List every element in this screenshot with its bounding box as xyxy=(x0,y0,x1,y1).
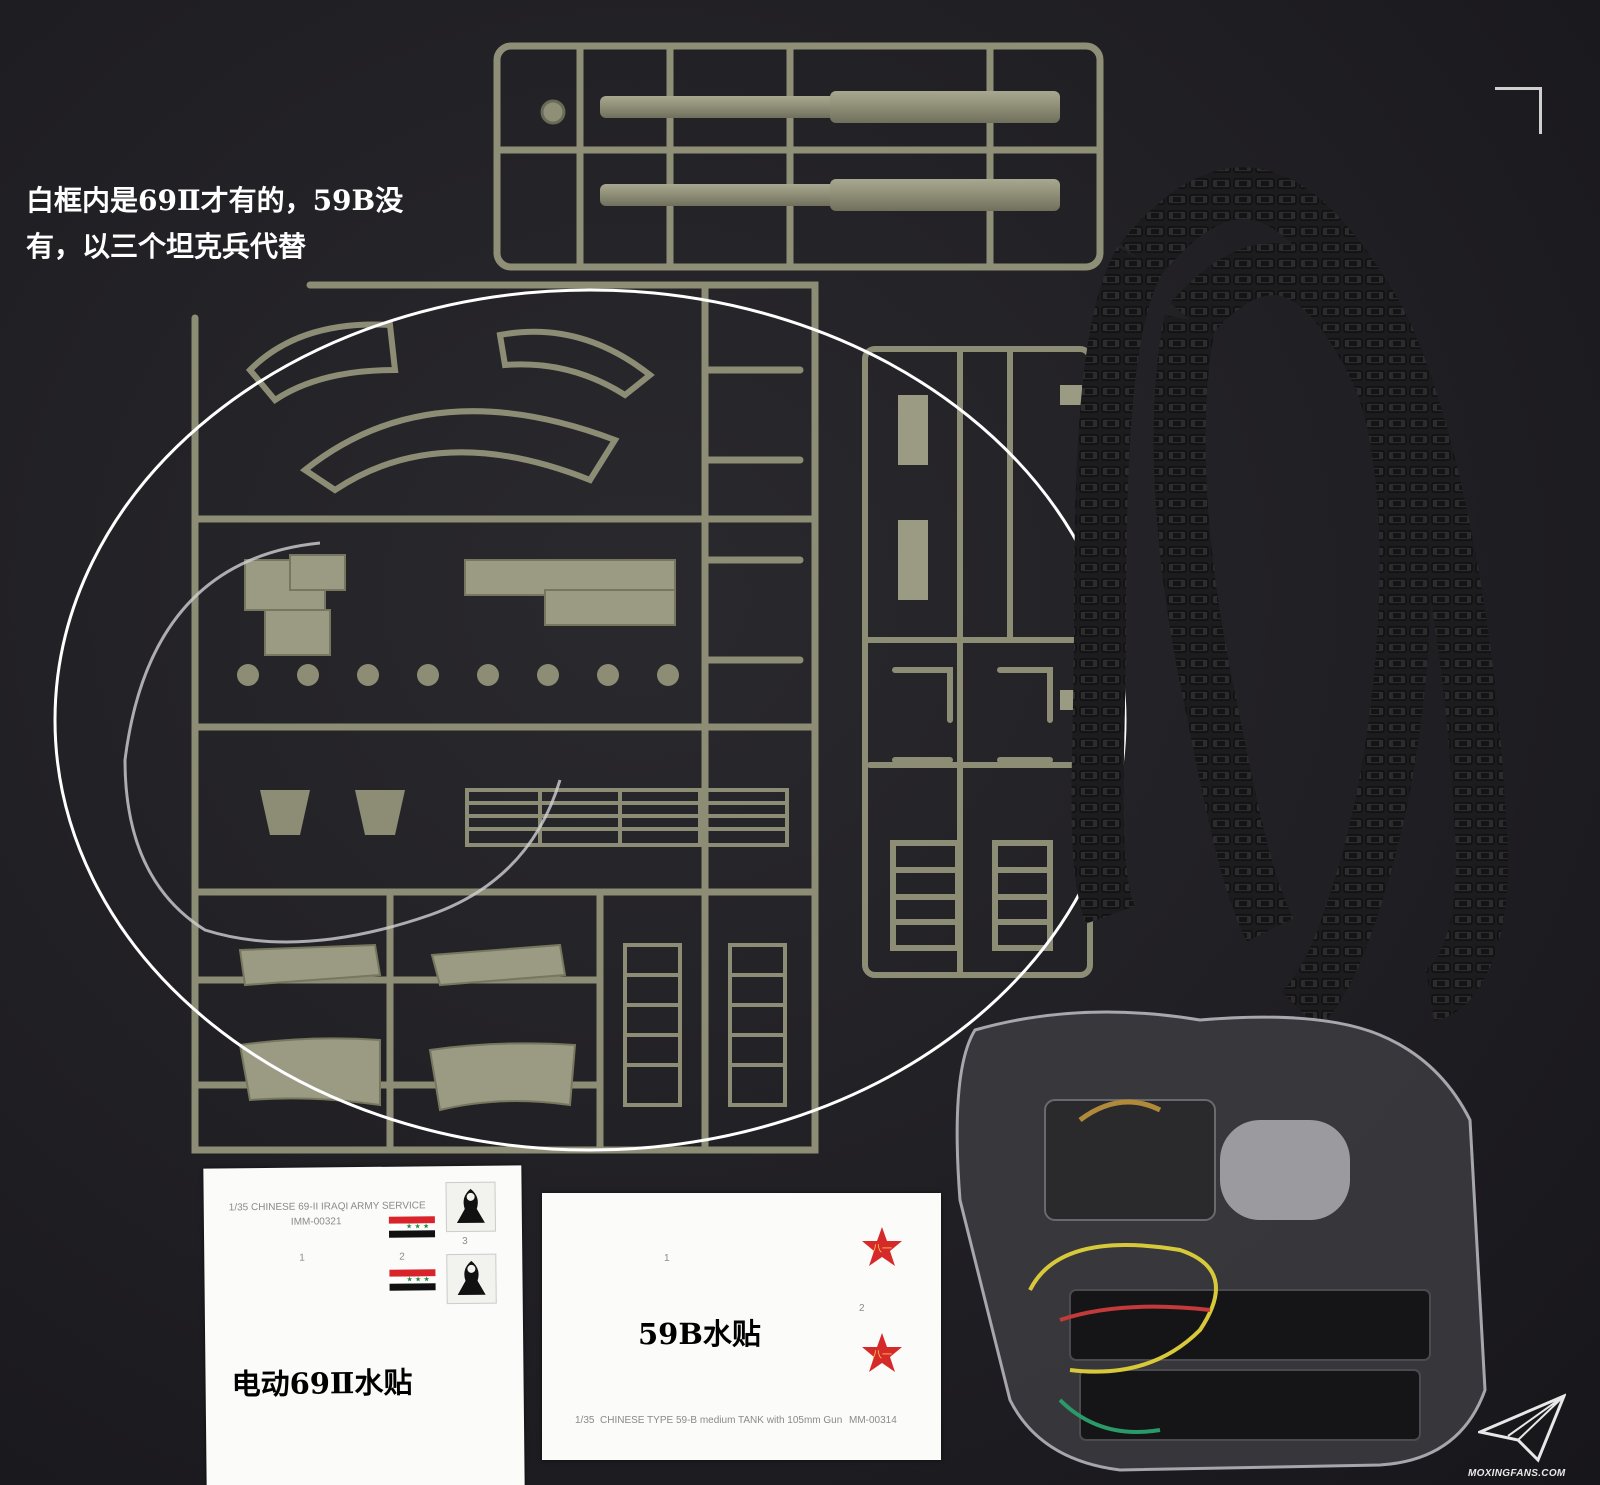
clear-runner xyxy=(123,541,562,944)
decal-59-footer-scale: 1/35 xyxy=(575,1415,595,1426)
small-fittings xyxy=(237,664,679,835)
caption-annotation: 白框内是69Ⅱ才有的，59B没 有，以三个坦克兵代替 xyxy=(26,178,496,270)
iraq-flag-icon: ★ ★ ★ xyxy=(388,1216,436,1238)
armor-panels xyxy=(244,554,676,656)
rubber-tracks xyxy=(1071,167,1508,1029)
decal-69-num-3: 3 xyxy=(462,1235,468,1247)
decal-59-footer-code: MM-00314 xyxy=(849,1415,897,1426)
grille-racks xyxy=(465,788,789,1107)
decal-69-code: IMM-00321 xyxy=(290,1216,342,1228)
red-star-icon: 八一 xyxy=(862,1333,902,1372)
decal-59-footer-title: CHINESE TYPE 59-B medium TANK with 105mm… xyxy=(600,1415,843,1426)
decal-69-num-2: 2 xyxy=(399,1251,405,1263)
caption-line-2: 有，以三个坦克兵代替 xyxy=(26,230,307,263)
red-star-icon: 八一 xyxy=(862,1227,902,1266)
site-watermark: MOXINGFANS.COM xyxy=(1468,1468,1566,1479)
highlight-ellipse xyxy=(53,288,1127,1152)
decal-sheet-69ii: 1/35 CHINESE 69-II IRAQI ARMY SERVICE IM… xyxy=(203,1165,525,1485)
caption-line-1: 白框内是69Ⅱ才有的，59B没 xyxy=(26,184,404,217)
decal-59-label: 59B水贴 xyxy=(638,1317,761,1351)
eagle-emblem-icon xyxy=(446,1253,497,1305)
side-sprue-blocks xyxy=(898,385,1082,710)
fender-plates xyxy=(238,943,577,1112)
iraq-flag-icon: ★ ★ ★ xyxy=(389,1269,436,1291)
svg-text:八一: 八一 xyxy=(872,1244,892,1255)
barrel-sprue xyxy=(493,42,1104,271)
decal-69-header: 1/35 CHINESE 69-II IRAQI ARMY SERVICE xyxy=(228,1200,426,1214)
svg-text:八一: 八一 xyxy=(872,1350,892,1361)
gun-barrels xyxy=(540,91,1060,211)
eagle-emblem-icon xyxy=(445,1181,497,1233)
decal-59-num-1: 1 xyxy=(664,1253,670,1264)
decal-59-num-2: 2 xyxy=(859,1303,865,1314)
paper-plane-logo-icon xyxy=(1478,1393,1566,1463)
decal-69-label: 电动69Ⅱ水贴 xyxy=(231,1365,413,1402)
decal-sheet-59b: 1 八一 2 八一 59B水贴 1/35 CHINESE TYPE 59-B m… xyxy=(542,1193,941,1460)
motor-bag xyxy=(955,1010,1487,1472)
arched-parts xyxy=(245,321,655,494)
decal-69-num-1: 1 xyxy=(299,1252,305,1264)
corner-bracket-mark xyxy=(1495,87,1542,134)
